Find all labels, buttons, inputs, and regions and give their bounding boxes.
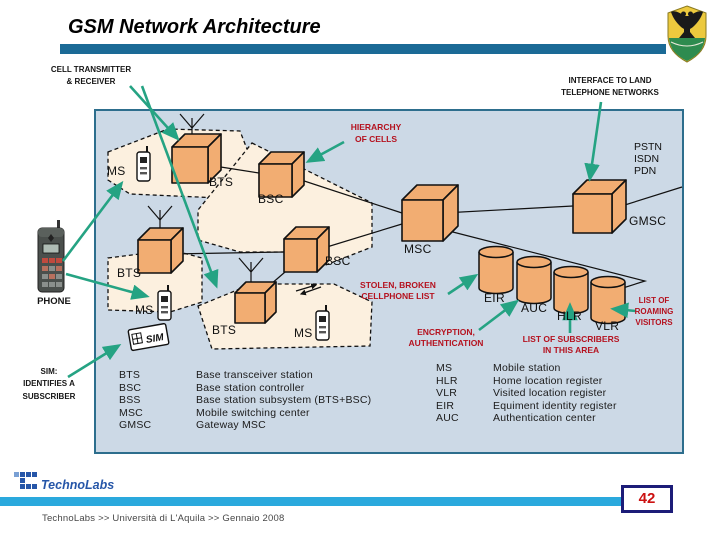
hlr-label: HLR — [557, 309, 582, 323]
legend-desc: Mobile station — [493, 362, 561, 374]
bsc2-label: BSC — [325, 254, 351, 268]
legend-row: BSC Base station controller — [119, 382, 305, 394]
callout-roaming: LIST OF ROAMING VISITORS — [634, 296, 674, 328]
radio-link-arrow-a — [295, 283, 318, 292]
title-underline-bar — [60, 44, 666, 54]
technolabs-brand-text: TechnoLabs — [41, 478, 115, 492]
footer-breadcrumb: TechnoLabs >> Università di L'Aquila >> … — [42, 513, 285, 524]
legend-row: BSS Base station subsystem (BTS+BSC) — [119, 394, 371, 406]
legend-row: GMSC Gateway MSC — [119, 419, 266, 431]
eir-label: EIR — [484, 291, 505, 305]
legend-desc: Authentication center — [493, 412, 596, 424]
auc-cylinder — [516, 255, 552, 305]
arrow-sim — [67, 343, 122, 379]
arrow-phone-ms2 — [65, 272, 150, 300]
bsc2-cube — [283, 226, 330, 273]
ms1-label: MS — [107, 164, 126, 178]
ms3-label: MS — [294, 326, 313, 340]
link-bts2-bsc2 — [170, 251, 285, 255]
link-bsc2-msc — [316, 223, 403, 251]
legend-row: EIR Equiment identity register — [436, 400, 617, 412]
callout-cell-transmitter: CELL TRANSMITTER & RECEIVER — [50, 65, 132, 86]
arrow-encryption — [478, 299, 520, 332]
callout-interface-land: INTERFACE TO LAND TELEPHONE NETWORKS — [561, 76, 659, 97]
callout-phone: PHONE — [37, 296, 71, 307]
gmsc-label: GMSC — [629, 214, 667, 228]
legend-abbr: VLR — [436, 387, 458, 399]
callout-encryption: ENCRYPTION, AUTHENTICATION — [408, 327, 484, 349]
phone-photo — [37, 220, 65, 293]
legend-desc: Home location register — [493, 374, 603, 387]
msc-cube — [401, 184, 459, 242]
arrow-transmitter-2 — [140, 85, 219, 289]
legend-desc: Base transceiver station — [196, 369, 313, 381]
vlr-label: VLR — [595, 319, 620, 333]
eir-cylinder — [478, 245, 514, 295]
legend-row: AUC Authentication center — [436, 412, 596, 424]
footer-accent-bar — [0, 497, 650, 506]
bsc1-label: BSC — [258, 192, 284, 206]
callout-subscribers: LIST OF SUBSCRIBERS IN THIS AREA — [522, 334, 620, 356]
legend-row: HLR Home location register — [436, 375, 602, 387]
bsc1-cube — [258, 151, 305, 198]
legend-abbr: MSC — [119, 406, 143, 419]
legend-row: VLR Visited location register — [436, 387, 606, 399]
pstn-isdn-pdn-label: PSTN ISDN PDN — [634, 141, 663, 177]
legend-desc: Gateway MSC — [196, 419, 266, 431]
bts1-cube — [171, 133, 222, 184]
legend-abbr: MS — [436, 362, 453, 374]
legend-abbr: BTS — [119, 369, 141, 381]
legend-row: BTS Base transceiver station — [119, 369, 313, 381]
legend-abbr: BSS — [119, 394, 141, 406]
technolabs-logo-mark — [14, 472, 37, 489]
sim-card-icon: SIM — [127, 323, 170, 352]
bts1-label: BTS — [209, 175, 234, 189]
legend-desc: Base station controller — [196, 381, 305, 394]
university-crest-logo — [667, 5, 707, 63]
arrow-hierarchy — [305, 140, 345, 163]
legend-abbr: BSC — [119, 381, 142, 394]
legend-abbr: AUC — [436, 412, 459, 424]
auc-label: AUC — [521, 301, 548, 315]
legend-abbr: HLR — [436, 374, 458, 387]
gmsc-cube — [572, 179, 627, 234]
msc-label: MSC — [404, 242, 432, 256]
arrow-interface — [584, 101, 603, 182]
page-number-badge: 42 — [621, 485, 673, 513]
arrow-transmitter-1 — [129, 85, 180, 141]
ms2-label: MS — [135, 303, 154, 317]
legend-desc: Mobile switching center — [196, 406, 310, 419]
legend-desc: Visited location register — [493, 387, 607, 399]
bts2-cube — [137, 227, 184, 274]
network-nodes — [137, 133, 627, 324]
sim-card-text: SIM — [145, 332, 165, 346]
legend-abbr: GMSC — [119, 419, 152, 431]
legend-desc: Base station subsystem (BTS+BSC) — [196, 394, 372, 406]
link-msc-gmsc — [442, 205, 574, 214]
vlr-cylinder — [590, 275, 626, 325]
callout-arrows — [61, 85, 637, 379]
bts3-label: BTS — [212, 323, 237, 337]
legend-desc: Equiment identity register — [493, 399, 617, 412]
legend-row: MS Mobile station — [436, 362, 561, 374]
bts3-cube — [234, 281, 277, 324]
callout-hierarchy: HIERARCHY OF CELLS — [350, 122, 402, 145]
arrow-roaming — [610, 302, 637, 319]
callout-stolen: STOLEN, BROKEN CELLPHONE LIST — [360, 280, 436, 302]
radio-link-arrow-b — [299, 286, 322, 296]
arrow-phone-ms1 — [61, 180, 124, 262]
legend-row: MSC Mobile switching center — [119, 407, 310, 419]
slide-title: GSM Network Architecture — [68, 16, 321, 38]
bts2-label: BTS — [117, 266, 142, 280]
legend-abbr: EIR — [436, 399, 455, 412]
arrow-stolen — [447, 273, 479, 296]
callout-sim: SIM: IDENTIFIES A SUBSCRIBER — [22, 367, 76, 401]
link-bsc1-msc — [291, 176, 403, 214]
